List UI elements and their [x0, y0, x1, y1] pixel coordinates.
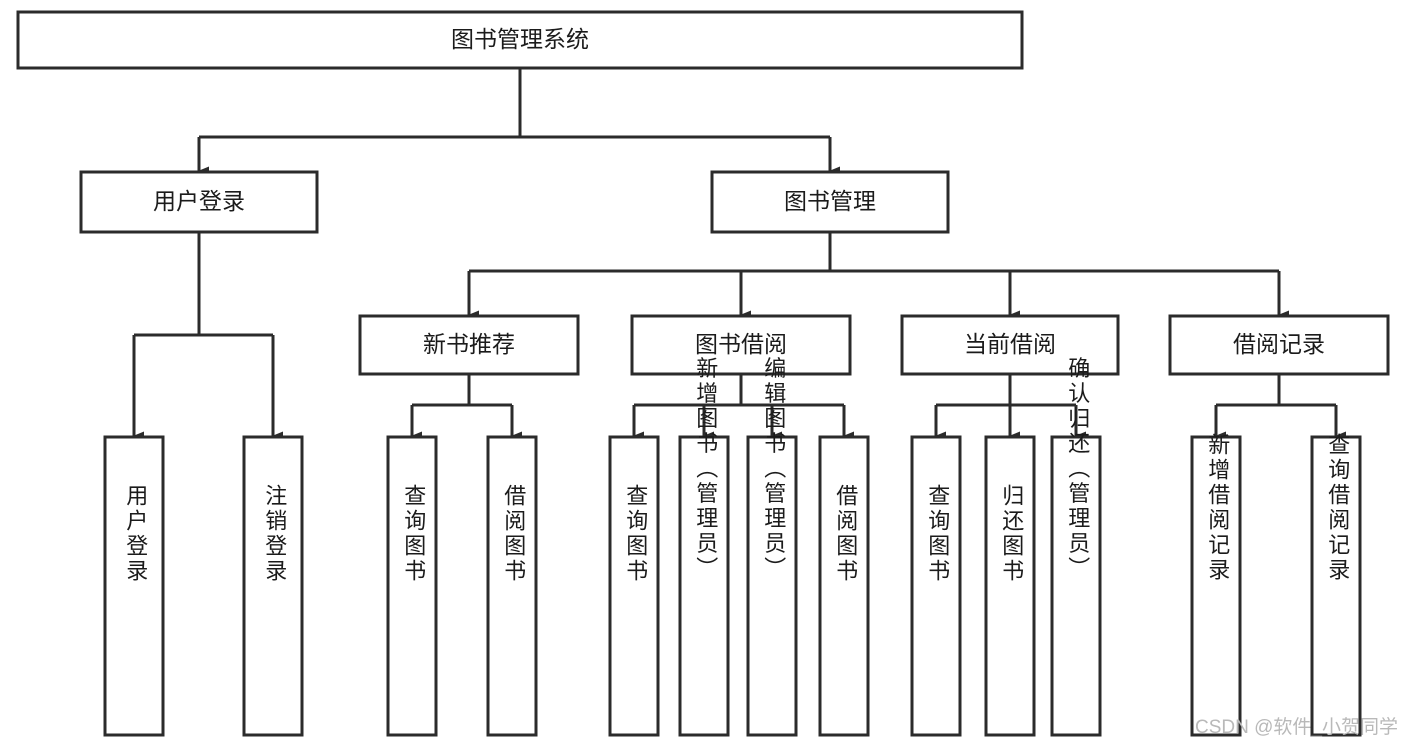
- node-label-book-borrow: 图书借阅: [695, 331, 787, 357]
- node-label-leaf-edit-book: 编辑图书（管理员）: [761, 357, 786, 582]
- node-label-leaf-query-book-borrow: 查询图书: [623, 484, 648, 584]
- node-box-current-borrow[interactable]: [900, 314, 1120, 376]
- csdn-watermark: CSDN @软件_小贺同学: [1195, 716, 1398, 738]
- node-box-leaf-user-login[interactable]: [103, 435, 165, 737]
- node-label-leaf-user-login: 用户登录: [123, 484, 148, 584]
- node-box-leaf-confirm-return[interactable]: [1050, 435, 1102, 737]
- node-leaf-query-book-rec[interactable]: 查询图书: [386, 435, 438, 737]
- node-label-book-manage: 图书管理: [784, 188, 876, 214]
- node-box-leaf-borrow-book-rec[interactable]: [486, 435, 538, 737]
- node-label-leaf-confirm-return: 确认归还（管理员）: [1065, 357, 1090, 582]
- node-box-leaf-user-logout[interactable]: [242, 435, 304, 737]
- node-leaf-edit-book[interactable]: 编辑图书（管理员）: [746, 357, 798, 737]
- node-label-leaf-query-record: 查询借阅记录: [1325, 433, 1350, 583]
- node-box-leaf-add-book[interactable]: [678, 435, 730, 737]
- node-label-leaf-query-book-current: 查询图书: [925, 484, 950, 584]
- node-leaf-borrow-book-rec[interactable]: 借阅图书: [486, 435, 538, 737]
- node-box-root[interactable]: [16, 10, 1024, 70]
- node-leaf-query-book-borrow[interactable]: 查询图书: [608, 435, 660, 737]
- node-label-leaf-add-record: 新增借阅记录: [1205, 433, 1230, 583]
- node-borrow-record[interactable]: 借阅记录: [1168, 314, 1390, 376]
- node-label-borrow-record: 借阅记录: [1233, 331, 1325, 357]
- node-box-new-book-rec[interactable]: [358, 314, 580, 376]
- node-leaf-user-login[interactable]: 用户登录: [103, 435, 165, 737]
- node-label-new-book-rec: 新书推荐: [423, 331, 515, 357]
- node-leaf-return-book[interactable]: 归还图书: [984, 435, 1036, 737]
- node-box-leaf-query-book-rec[interactable]: [386, 435, 438, 737]
- node-current-borrow[interactable]: 当前借阅: [900, 314, 1120, 376]
- node-box-leaf-edit-book[interactable]: [746, 435, 798, 737]
- node-leaf-add-record[interactable]: 新增借阅记录: [1190, 433, 1242, 737]
- node-book-manage[interactable]: 图书管理: [710, 170, 950, 234]
- node-box-leaf-query-record[interactable]: [1310, 435, 1362, 737]
- node-label-leaf-add-book: 新增图书（管理员）: [693, 357, 718, 582]
- node-label-leaf-query-book-rec: 查询图书: [401, 484, 426, 584]
- node-new-book-rec[interactable]: 新书推荐: [358, 314, 580, 376]
- node-leaf-confirm-return[interactable]: 确认归还（管理员）: [1050, 357, 1102, 737]
- node-box-leaf-add-record[interactable]: [1190, 435, 1242, 737]
- node-label-leaf-return-book: 归还图书: [999, 484, 1024, 584]
- node-box-book-manage[interactable]: [710, 170, 950, 234]
- node-box-leaf-query-book-current[interactable]: [910, 435, 962, 737]
- node-label-leaf-borrow-book-rec: 借阅图书: [501, 484, 526, 584]
- node-book-borrow[interactable]: 图书借阅: [630, 314, 852, 376]
- node-box-leaf-query-book-borrow[interactable]: [608, 435, 660, 737]
- node-label-user-login: 用户登录: [153, 188, 245, 214]
- connector-layer: [132, 68, 1346, 441]
- node-box-user-login[interactable]: [79, 170, 319, 234]
- node-root[interactable]: 图书管理系统: [16, 10, 1024, 70]
- node-box-leaf-borrow-book[interactable]: [818, 435, 870, 737]
- node-box-leaf-return-book[interactable]: [984, 435, 1036, 737]
- node-label-root: 图书管理系统: [451, 26, 589, 52]
- node-user-login[interactable]: 用户登录: [79, 170, 319, 234]
- node-label-leaf-user-logout: 注销登录: [262, 484, 287, 584]
- node-leaf-add-book[interactable]: 新增图书（管理员）: [678, 357, 730, 737]
- node-layer: 图书管理系统用户登录图书管理新书推荐图书借阅当前借阅借阅记录用户登录注销登录查询…: [16, 10, 1390, 737]
- node-label-leaf-borrow-book: 借阅图书: [833, 484, 858, 584]
- node-box-borrow-record[interactable]: [1168, 314, 1390, 376]
- node-leaf-user-logout[interactable]: 注销登录: [242, 435, 304, 737]
- node-box-book-borrow[interactable]: [630, 314, 852, 376]
- node-leaf-query-record[interactable]: 查询借阅记录: [1310, 433, 1362, 737]
- node-leaf-query-book-current[interactable]: 查询图书: [910, 435, 962, 737]
- node-label-current-borrow: 当前借阅: [964, 331, 1056, 357]
- node-leaf-borrow-book[interactable]: 借阅图书: [818, 435, 870, 737]
